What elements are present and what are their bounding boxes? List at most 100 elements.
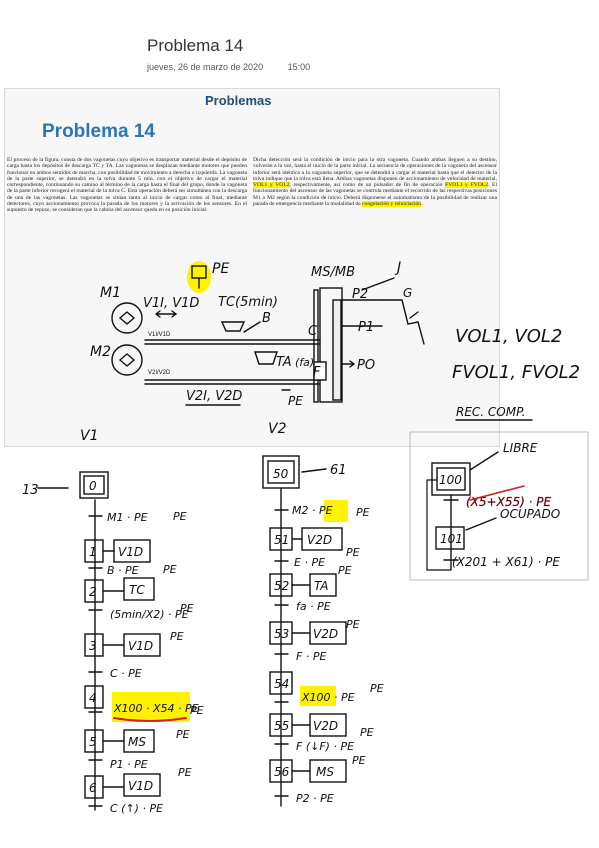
grafcet-left-t1: B · PE (107, 564, 139, 577)
grafcet-right-step-50: 50 (273, 467, 289, 481)
grafcet-rec-t1: (X5+X55) · PE (466, 495, 551, 509)
grafcet-right-t4: X100 · PE (301, 691, 355, 704)
grafcet-left-step-1: 1 (89, 545, 97, 559)
grafcet-right-t5: F (↓F) · PE (296, 740, 354, 753)
label-tc: TC(5min) (218, 295, 278, 310)
grafcet-left-entry: 13 (22, 483, 39, 498)
grafcet-right-pe-3: PE (346, 618, 360, 631)
para-right-text-3: . El funcionamiento del ascensor de las … (253, 182, 497, 208)
grafcet-left-step-6: 6 (89, 781, 97, 795)
grafcet-left: 13 0 M1 · PE PE 1 V1D B · PE PE 2 TC (5m… (22, 471, 204, 815)
grafcet-left-pe-4: PE (190, 704, 204, 717)
grafcet-left-action-3: V1D (128, 639, 153, 653)
label-ta: TA (276, 355, 292, 370)
grafcet-right-t2: fa · PE (296, 600, 331, 613)
grafcet-right-step-55: 55 (274, 719, 289, 733)
label-f: F (313, 365, 321, 380)
grafcet-left-pe-0: PE (173, 510, 187, 523)
grafcet-right-entry: 61 (330, 463, 347, 478)
grafcet-right-step-53: 53 (274, 627, 289, 641)
label-g: G (403, 286, 412, 300)
label-rec-comp: REC. COMP. (456, 405, 526, 419)
label-po: PO (357, 358, 375, 373)
label-vol: VOL1, VOL2 (455, 326, 562, 347)
para-right-text-1: Dicha detección será la condición de ini… (253, 157, 497, 182)
grafcet-left-action-6: V1D (128, 779, 153, 793)
grafcet-left-t6: C (↑) · PE (110, 802, 163, 815)
label-p1: P1 (358, 320, 374, 335)
grafcet-right-step-54: 54 (274, 677, 289, 691)
grafcet-right-action-56: MS (316, 765, 334, 779)
grafcet-right-step-51: 51 (274, 533, 289, 547)
grafcet-right: 50 61 M2 · PE PE 51 V2D E · PE PE 52 TA … (262, 455, 384, 807)
svg-text:V2I/V2D: V2I/V2D (148, 370, 171, 376)
paragraph-left: El proceso de la figura, consta de dos v… (7, 157, 247, 214)
grafcet-left-pe-5: PE (176, 728, 190, 741)
label-m1: M1 (100, 285, 121, 301)
grafcet-rec-step-101: 101 (440, 532, 463, 546)
para-right-text-4: . (421, 201, 423, 208)
doc-header: Problemas (205, 93, 272, 108)
grafcet-left-step-5: 5 (89, 735, 97, 749)
label-p2: P2 (352, 287, 368, 302)
label-libre: LIBRE (503, 441, 538, 455)
svg-text:V1I/V1D: V1I/V1D (148, 332, 171, 338)
label-b: B (262, 311, 271, 326)
label-j: J (394, 260, 401, 276)
grafcet-right-step-56: 56 (274, 765, 290, 779)
grafcet-resource: 100 LIBRE (X5+X55) · PE 101 OCUPADO (X20… (409, 431, 589, 581)
grafcet-left-pe-1: PE (163, 563, 177, 576)
paragraph-right: Dicha detección será la condición de ini… (253, 157, 497, 208)
label-fvol: FVOL1, FVOL2 (452, 362, 580, 383)
grafcet-right-pe-5: PE (360, 726, 374, 739)
grafcet-left-step-0: 0 (89, 479, 97, 493)
grafcet-left-t2: (5min/X2) · PE (110, 608, 189, 621)
process-sketch: PE M1 M2 V1I, V1D V1I/V1D V2I/V2D TC(5mi… (80, 260, 580, 444)
grafcet-right-action-51: V2D (307, 533, 332, 547)
grafcet-left-step-3: 3 (89, 639, 97, 653)
grafcet-left-t4: X100 · X54 · PE (113, 702, 199, 715)
grafcet-left-pe-2: PE (180, 602, 194, 615)
grafcet-right-pe-4: PE (370, 682, 384, 695)
grafcet-right-action-55: V2D (313, 719, 338, 733)
label-v1-directions: V1I, V1D (143, 296, 199, 311)
label-v2-directions: V2I, V2D (186, 389, 242, 404)
grafcet-right-t3: F · PE (296, 650, 326, 663)
highlight-congelacion: congelación y reiniciación (362, 201, 422, 208)
label-v2: V2 (268, 421, 287, 437)
grafcet-left-t3: C · PE (110, 667, 142, 680)
grafcet-left-pe-3: PE (170, 630, 184, 643)
grafcet-rec-step-100: 100 (439, 473, 462, 487)
label-v1: V1 (80, 428, 98, 444)
grafcet-left-step-4: 4 (89, 691, 97, 705)
page-time: 15:00 (287, 62, 311, 72)
grafcet-right-pe-2: PE (338, 564, 352, 577)
grafcet-right-pe-0: PE (356, 506, 370, 519)
page-date: jueves, 26 de marzo de 2020 (147, 62, 264, 72)
label-c: C (308, 324, 318, 339)
page-title: Problema 14 (147, 36, 244, 55)
grafcet-left-action-1: V1D (118, 545, 143, 559)
page-meta: jueves, 26 de marzo de 2020 15:00 (147, 62, 332, 72)
label-ms-mb: MS/MB (311, 265, 355, 280)
grafcet-left-step-2: 2 (89, 585, 97, 599)
grafcet-right-pe-6: PE (352, 754, 366, 767)
label-ocupado: OCUPADO (500, 507, 560, 521)
problem-document: Problemas Problema 14 El proceso de la f… (4, 88, 500, 447)
grafcet-right-t6: P2 · PE (296, 792, 334, 805)
para-right-text-2: , respectivamente, así como de un pulsad… (289, 182, 446, 189)
grafcet-right-t0: M2 · PE (292, 504, 333, 517)
grafcet-left-t0: M1 · PE (107, 511, 148, 524)
grafcet-right-action-53: V2D (313, 627, 338, 641)
grafcet-right-pe-1: PE (346, 546, 360, 559)
highlight-fvol: FVOL1 y FVOL2 (445, 182, 488, 189)
grafcet-left-t5: P1 · PE (110, 758, 148, 771)
highlight-vol: VOL1 y VOL2 (253, 182, 290, 189)
grafcet-right-step-52: 52 (274, 579, 289, 593)
grafcet-left-pe-6: PE (178, 766, 192, 779)
grafcet-left-action-2: TC (129, 583, 145, 597)
label-fa: (fa) (295, 356, 314, 369)
label-pe-top: PE (212, 261, 229, 277)
label-pe-bottom: PE (288, 394, 303, 408)
